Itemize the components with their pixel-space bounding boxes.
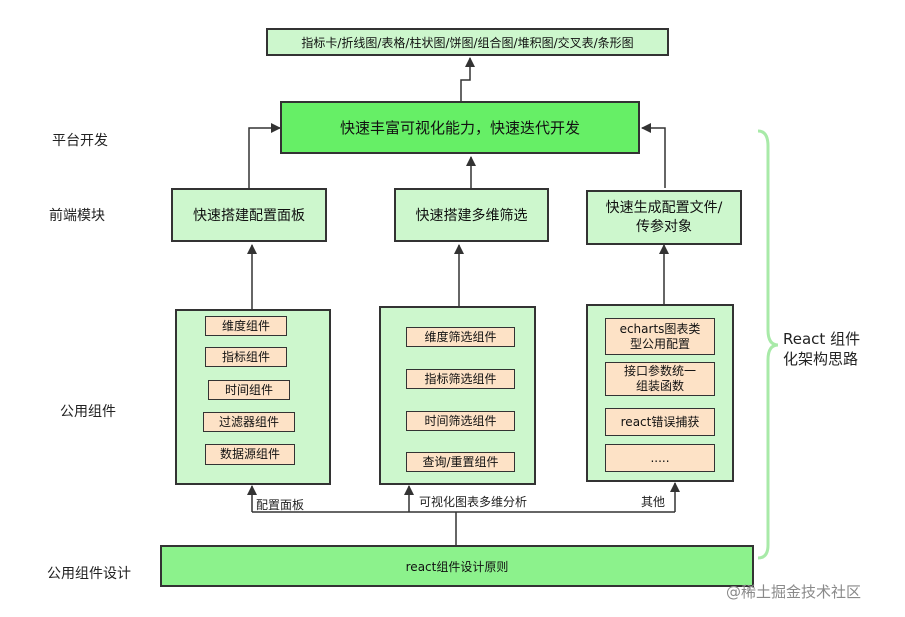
module-multi-filter-text: 快速搭建多维筛选	[415, 208, 528, 224]
module-config-file-line1: 快速生成配置文件/	[605, 199, 723, 216]
echarts-common-config-line2: 型公用配置	[629, 336, 690, 351]
component-time: 时间组件	[208, 380, 290, 400]
component-time-text: 时间组件	[224, 382, 273, 397]
layer-label-frontend: 前端模块	[49, 208, 105, 224]
branch-label-config-panel: 配置面板	[256, 498, 305, 512]
component-datasource: 数据源组件	[205, 444, 295, 465]
filter-metric: 指标筛选组件	[406, 369, 515, 389]
arrow-right-module-to-platform	[641, 123, 666, 188]
layer-label-platform: 平台开发	[52, 133, 108, 149]
chart-types-text: 指标卡/折线图/表格/柱状图/饼图/组合图/堆积图/交叉表/条形图	[301, 35, 634, 50]
module-multi-filter: 快速搭建多维筛选	[394, 188, 549, 242]
react-error-boundary: react错误捕获	[605, 408, 715, 436]
platform-text: 快速丰富可视化能力，快速迭代开发	[339, 119, 580, 137]
branch-label-other: 其他	[641, 495, 666, 509]
component-metric: 指标组件	[205, 347, 287, 367]
more-components: .....	[605, 444, 715, 472]
arrow-platform-to-output	[460, 57, 475, 101]
component-filter-text: 过滤器组件	[218, 414, 279, 429]
component-dimension-text: 维度组件	[221, 318, 270, 333]
layer-label-design: 公用组件设计	[47, 566, 131, 582]
api-param-assembler-line1: 接口参数统一	[623, 364, 696, 378]
filter-time: 时间筛选组件	[406, 411, 515, 431]
filter-dimension-text: 维度筛选组件	[424, 329, 497, 344]
react-error-boundary-text: react错误捕获	[620, 414, 700, 429]
module-config-file: 快速生成配置文件/ 传参对象	[586, 190, 742, 245]
component-dimension: 维度组件	[205, 316, 287, 336]
filter-query-reset-text: 查询/重置组件	[422, 454, 499, 469]
filter-dimension: 维度筛选组件	[406, 327, 515, 347]
filter-time-text: 时间筛选组件	[424, 413, 497, 428]
arrow-left-module-to-platform	[248, 123, 281, 188]
api-param-assembler: 接口参数统一 组装函数	[605, 362, 715, 396]
component-metric-text: 指标组件	[221, 349, 270, 364]
component-filter: 过滤器组件	[203, 412, 295, 432]
layer-label-common: 公用组件	[60, 404, 116, 420]
module-config-file-line2: 传参对象	[636, 218, 692, 235]
module-config-panel-text: 快速搭建配置面板	[193, 208, 305, 224]
echarts-common-config-line1: echarts图表类	[619, 321, 701, 336]
platform-box: 快速丰富可视化能力，快速迭代开发	[280, 101, 640, 154]
foundation-box: react组件设计原则	[160, 545, 754, 587]
echarts-common-config: echarts图表类 型公用配置	[605, 318, 715, 355]
more-components-text: .....	[650, 450, 670, 465]
side-label: React 组件 化架构思路	[783, 329, 860, 369]
module-config-panel: 快速搭建配置面板	[171, 188, 327, 242]
filter-metric-text: 指标筛选组件	[424, 371, 497, 386]
side-brace	[757, 129, 779, 560]
filter-query-reset: 查询/重置组件	[406, 452, 515, 472]
watermark: @稀土掘金技术社区	[726, 583, 862, 601]
foundation-text: react组件设计原则	[405, 559, 509, 574]
side-label-line2: 化架构思路	[783, 350, 859, 368]
api-param-assembler-line2: 组装函数	[635, 379, 684, 393]
side-label-line1: React 组件	[783, 330, 861, 348]
branch-label-multi-analysis: 可视化图表多维分析	[419, 495, 528, 509]
chart-types-box: 指标卡/折线图/表格/柱状图/饼图/组合图/堆积图/交叉表/条形图	[266, 28, 669, 56]
component-datasource-text: 数据源组件	[219, 447, 280, 461]
